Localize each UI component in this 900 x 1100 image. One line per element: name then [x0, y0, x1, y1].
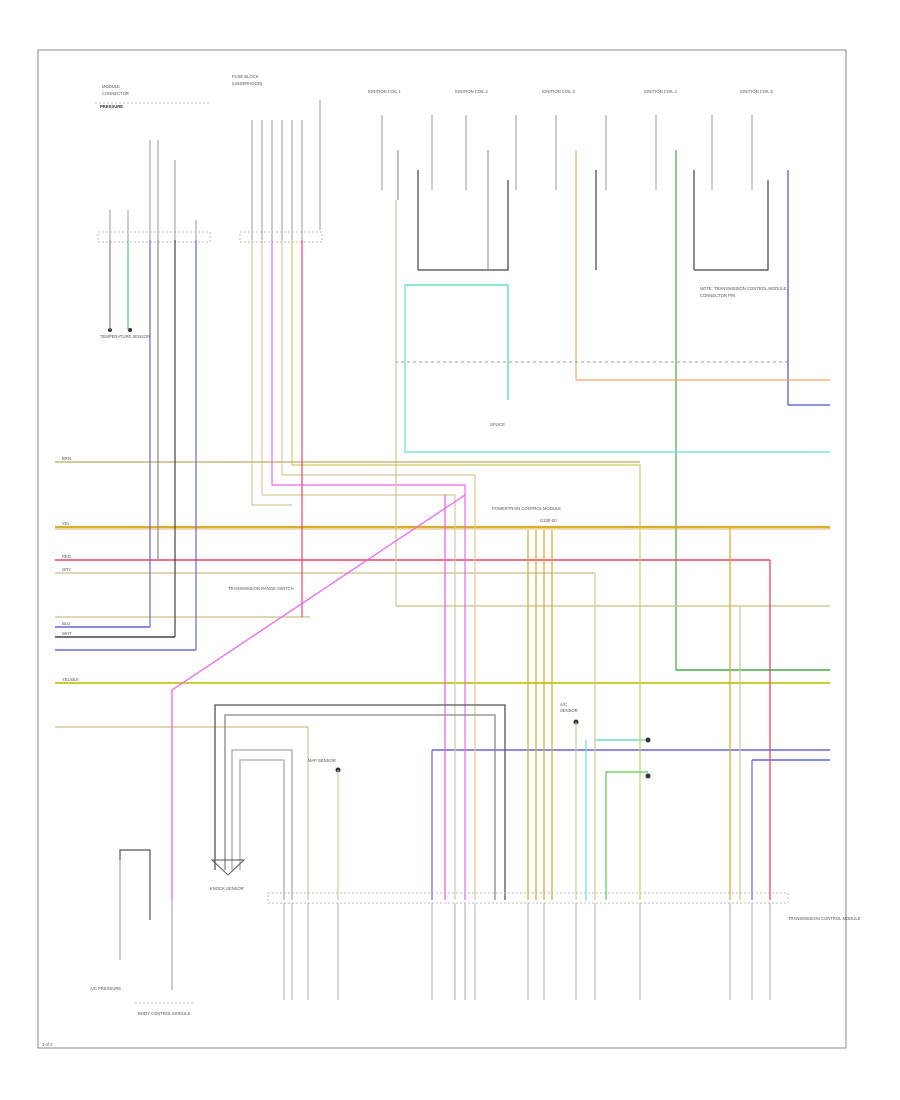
pressure-switch-label: PRESSURE	[100, 104, 123, 109]
left-module-label-mid: TRANSMISSION RANGE SWITCH	[228, 586, 294, 591]
coil-wires	[397, 150, 789, 670]
coil-5: IGNITION COIL 5	[740, 89, 774, 190]
bus-label-gry: GRY	[62, 567, 71, 572]
svg-text:IGNITION COIL 1: IGNITION COIL 1	[368, 89, 402, 94]
bottom-connector: TRANSMISSION CONTROL MODULE	[267, 892, 861, 1000]
center-module-label: POWERTRAIN CONTROL MODULE	[492, 506, 561, 511]
bottom-right-module-label: TRANSMISSION CONTROL MODULE	[788, 916, 861, 921]
coil-3: IGNITION COIL 3	[542, 89, 607, 190]
svg-text:IGNITION COIL 3: IGNITION COIL 3	[542, 89, 576, 94]
coil-1: IGNITION COIL 1	[368, 89, 433, 190]
fuse-vertical-wires	[251, 240, 641, 900]
right-note-2: CONNECTOR PIN	[700, 293, 735, 298]
diagram-frame	[37, 49, 847, 1049]
ac-sensor: A/C SENSOR	[560, 702, 651, 900]
fuse-block-title: FUSE BLOCK	[232, 74, 259, 79]
temp-sensor-label: TEMPERATURE SENSOR	[100, 334, 150, 339]
footer-label: 1 of 2	[42, 1042, 53, 1047]
left-module-label: MODULE	[102, 84, 120, 89]
coil-connectors: IGNITION COIL 1 IGNITION COIL 2 IGNITION…	[368, 89, 774, 190]
coil-4: IGNITION COIL 4	[644, 89, 713, 190]
knock-sensor-label: KNOCK SENSOR	[210, 886, 244, 891]
bus-label-wht: WHT	[62, 631, 72, 636]
bus-label-red: RED	[62, 554, 71, 559]
mid-splice: G100-S0	[540, 518, 557, 523]
knock-sensor: KNOCK SENSOR	[210, 859, 246, 891]
coil-2: IGNITION COIL 2	[455, 89, 517, 190]
ac-sensor-label-1: A/C	[560, 702, 567, 707]
fuse-block-sub: (UNDERHOOD)	[232, 81, 263, 86]
splice-label: SPLICE	[490, 422, 505, 427]
svg-text:IGNITION COIL 2: IGNITION COIL 2	[455, 89, 489, 94]
bus-labels-left: BRN YEL RED GRY BLU WHT YEL/BLK	[62, 456, 79, 682]
svg-text:IGNITION COIL 4: IGNITION COIL 4	[644, 89, 678, 94]
bus-label-blu: BLU	[62, 621, 70, 626]
svg-text:IGNITION COIL 5: IGNITION COIL 5	[740, 89, 774, 94]
map-sensor: MAP SENSOR	[308, 758, 341, 900]
bus-label-yelblk: YEL/BLK	[62, 677, 79, 682]
bcm-label: BODY CONTROL MODULE	[138, 1011, 191, 1016]
bottom-left-connector: A/C PRESSURE BODY CONTROL MODULE	[90, 849, 195, 1016]
left-module-label-2: CONNECTOR	[102, 91, 129, 96]
bus-lines	[55, 461, 830, 761]
fuse-block-group: FUSE BLOCK (UNDERHOOD)	[232, 74, 323, 243]
bus-label-brn: BRN	[62, 456, 71, 461]
left-vertical-wires	[109, 240, 197, 650]
right-note: NOTE: TRANSMISSION CONTROL MODULE	[700, 286, 787, 291]
ac-pressure-label: A/C PRESSURE	[90, 986, 121, 991]
map-sensor-label: MAP SENSOR	[308, 758, 336, 763]
left-module-group: MODULE CONNECTOR PRESSURE TEMPERATURE SE…	[95, 84, 211, 339]
left-module-pins	[109, 140, 197, 240]
center-bundle	[395, 200, 771, 900]
ac-sensor-label-2: SENSOR	[560, 708, 578, 713]
bus-label-yel: YEL	[62, 521, 71, 526]
